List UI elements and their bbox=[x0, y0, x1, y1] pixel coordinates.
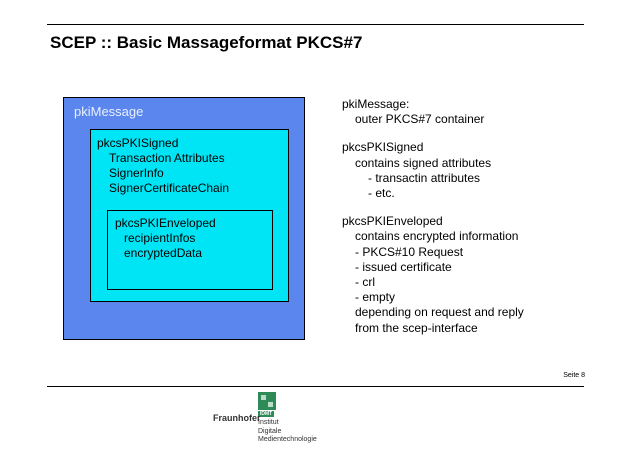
description-line: outer PKCS#7 container bbox=[355, 112, 485, 127]
pkcs-enveloped-text: pkcsPKIEnveloped recipientInfos encrypte… bbox=[115, 216, 216, 261]
bottom-divider bbox=[47, 386, 584, 387]
idmt-logo-icon bbox=[258, 392, 276, 410]
pkcs-signed-title: pkcsPKISigned bbox=[97, 136, 179, 150]
description-text: pkiMessage:outer PKCS#7 container pkcsPKI… bbox=[342, 97, 524, 336]
description-spacer bbox=[342, 201, 524, 214]
description-line: contains signed attributes bbox=[355, 155, 492, 170]
logo-institute-line: Digitale bbox=[258, 427, 282, 435]
description-line: contains encrypted information bbox=[355, 229, 519, 244]
description-spacer bbox=[342, 127, 524, 140]
logo-brand: Fraunhofer bbox=[213, 413, 261, 423]
logo-institute-line: Institut bbox=[258, 419, 279, 426]
pkcs-enveloped-box bbox=[107, 210, 273, 290]
pkcs-enveloped-title: pkcsPKIEnveloped bbox=[115, 216, 216, 230]
logo-institute-line: Medientechnologie bbox=[258, 436, 317, 443]
transaction-attributes-label: Transaction Attributes bbox=[109, 151, 225, 165]
signer-certificate-chain-label: SignerCertificateChain bbox=[109, 181, 230, 195]
fraunhofer-logo: IDMT Fraunhofer Institut Digitale Medien… bbox=[213, 388, 333, 448]
description-line: - PKCS#10 Request bbox=[355, 244, 464, 259]
description-line: pkcsPKISigned bbox=[342, 140, 424, 155]
description-line: - empty bbox=[355, 290, 396, 305]
description-line: from the scep-interface bbox=[355, 320, 478, 335]
pkcs-signed-text: pkcsPKISigned Transaction Attributes Sig… bbox=[97, 136, 229, 196]
pki-message-label: pkiMessage bbox=[74, 104, 144, 119]
signer-info-label: SignerInfo bbox=[109, 166, 164, 180]
description-line: pkcsPKIEnveloped bbox=[342, 214, 443, 229]
page-number: Seite 8 bbox=[563, 372, 585, 379]
encrypted-data-label: encryptedData bbox=[124, 246, 203, 260]
top-divider bbox=[47, 24, 584, 25]
logo-tag: IDMT bbox=[258, 411, 275, 417]
description-line: - transactin attributes bbox=[368, 170, 481, 185]
description-line: - crl bbox=[355, 275, 375, 290]
slide-title: SCEP :: Basic Massageformat PKCS#7 bbox=[50, 33, 363, 52]
description-line: pkiMessage: bbox=[342, 97, 410, 111]
logo-institute: Institut Digitale Medientechnologie bbox=[258, 419, 317, 445]
description-line: depending on request and reply bbox=[355, 305, 524, 320]
recipient-infos-label: recipientInfos bbox=[124, 231, 196, 245]
description-line: - issued certificate bbox=[355, 259, 452, 274]
description-line: - etc. bbox=[368, 186, 395, 201]
